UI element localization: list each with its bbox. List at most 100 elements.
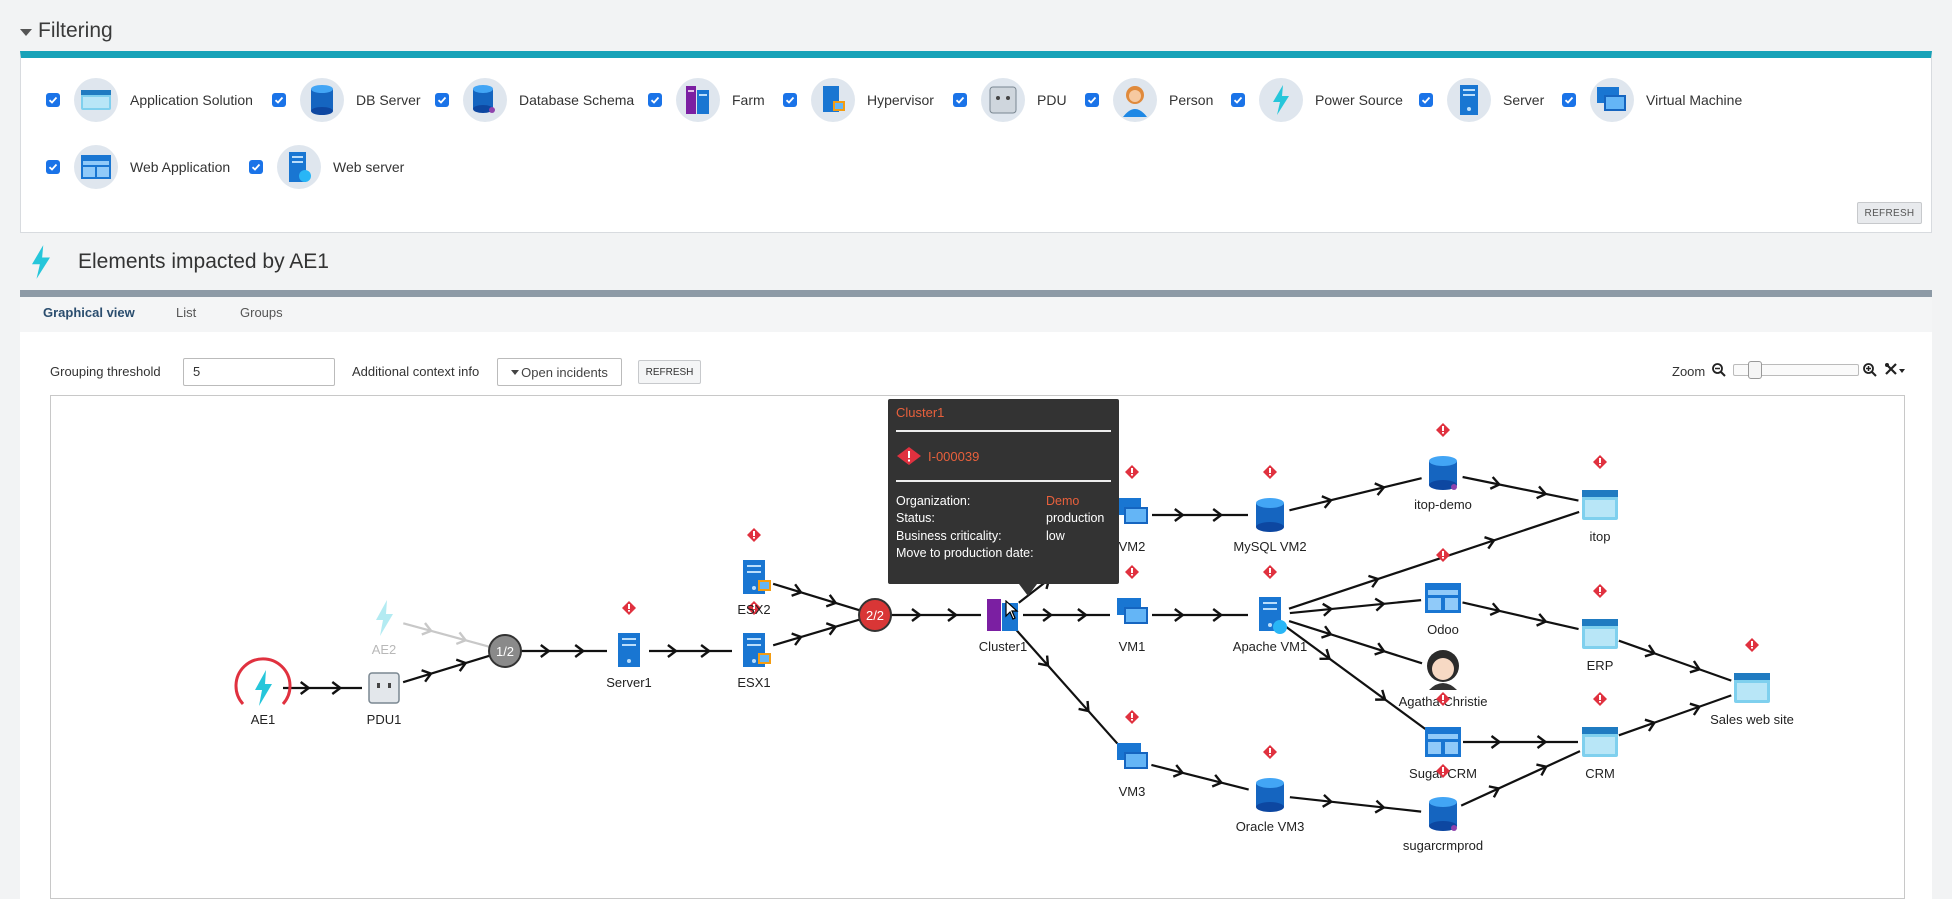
filter-item-db-server[interactable]: DB Server	[272, 76, 421, 124]
edge-arrow	[791, 632, 803, 646]
tooltip-incident[interactable]: I-000039	[896, 442, 1111, 470]
filter-item-power-source[interactable]: Power Source	[1231, 76, 1403, 124]
graph-node-g12[interactable]: 1/2	[488, 634, 522, 668]
zoom-in-icon[interactable]	[1862, 362, 1878, 383]
incident-badge-icon[interactable]	[747, 601, 761, 615]
graph-edge	[1151, 763, 1249, 791]
graph-node-esx2[interactable]: ESX2	[737, 528, 771, 617]
graph-edge	[1460, 750, 1581, 807]
graph-node-pdu1[interactable]: PDU1	[367, 672, 402, 727]
graph-refresh-button[interactable]: REFRESH	[638, 360, 701, 384]
incident-badge-icon[interactable]	[1125, 710, 1139, 724]
tab-graphical-view[interactable]: Graphical view	[43, 305, 135, 320]
graph-node-esx1[interactable]: ESX1	[737, 601, 771, 690]
graph-node-crm[interactable]: CRM	[1582, 692, 1618, 781]
checkbox[interactable]	[272, 93, 286, 107]
filter-item-database-schema[interactable]: Database Schema	[435, 76, 634, 124]
filtering-title[interactable]: Filtering	[38, 19, 113, 42]
zoom-slider[interactable]	[1733, 364, 1859, 376]
graph-edge	[1285, 625, 1426, 730]
tab-list[interactable]: List	[176, 305, 197, 320]
checkbox[interactable]	[46, 93, 60, 107]
filter-item-farm[interactable]: Farm	[648, 76, 765, 124]
graph-node-vm3[interactable]: VM3	[1117, 710, 1148, 799]
filter-item-virtual-machine[interactable]: Virtual Machine	[1562, 76, 1742, 124]
incident-badge-icon[interactable]	[1263, 565, 1277, 579]
edge-arrow	[1490, 735, 1502, 749]
filter-item-server[interactable]: Server	[1419, 76, 1544, 124]
filter-item-hypervisor[interactable]: Hypervisor	[783, 76, 934, 124]
graph-edge	[1289, 477, 1422, 512]
graph-node-vm1[interactable]: VM1	[1117, 565, 1148, 654]
tab-bar	[20, 297, 1932, 332]
graph-node-ae1[interactable]: AE1	[234, 657, 292, 727]
graph-node-itop[interactable]: itop	[1582, 455, 1618, 544]
incident-badge-icon[interactable]	[622, 601, 636, 615]
graph-node-mysqlvm2[interactable]: MySQL VM2	[1233, 465, 1307, 554]
graph-node-server1[interactable]: Server1	[606, 601, 652, 690]
zoom-out-icon[interactable]	[1711, 362, 1727, 383]
checkbox[interactable]	[435, 93, 449, 107]
filter-item-pdu[interactable]: PDU	[953, 76, 1067, 124]
filter-item-person[interactable]: Person	[1085, 76, 1213, 124]
incident-badge-icon[interactable]	[1745, 638, 1759, 652]
graph-node-erp[interactable]: ERP	[1582, 584, 1618, 673]
incident-badge-icon[interactable]	[1263, 465, 1277, 479]
graph-node-apachevm1[interactable]: Apache VM1	[1233, 565, 1307, 654]
graph-node-itopdemo[interactable]: itop-demo	[1414, 423, 1472, 512]
incident-badge-icon[interactable]	[1593, 692, 1607, 706]
checkbox[interactable]	[783, 93, 797, 107]
incident-badge-icon[interactable]	[1436, 764, 1450, 778]
checkbox[interactable]	[1419, 93, 1433, 107]
tab-groups[interactable]: Groups	[240, 305, 283, 320]
graph-node-vm2[interactable]: VM2	[1117, 465, 1148, 554]
zoom-slider-handle[interactable]	[1748, 361, 1762, 379]
graph-node-sales[interactable]: Sales web site	[1710, 638, 1794, 727]
tooltip-row-status: Status:production	[896, 511, 1105, 526]
checkbox[interactable]	[1085, 93, 1099, 107]
incident-badge-icon[interactable]	[1436, 423, 1450, 437]
edge-arrow	[1536, 613, 1548, 627]
tooltip-row-production-date: Move to production date:	[896, 546, 1034, 561]
tooltip-title[interactable]: Cluster1	[896, 405, 945, 420]
incident-badge-icon[interactable]	[1125, 465, 1139, 479]
graph-node-g22[interactable]: 2/2	[858, 598, 892, 632]
graph-tools-menu-icon[interactable]	[1884, 362, 1906, 383]
filter-item-web-server[interactable]: Web server	[249, 143, 404, 191]
graph-node-sugarcrmprod[interactable]: sugarcrmprod	[1403, 764, 1483, 853]
node-label: CRM	[1585, 766, 1615, 781]
farm-icon	[676, 78, 720, 122]
graph-edge	[1618, 639, 1732, 682]
incident-badge-icon[interactable]	[747, 528, 761, 542]
impact-title: Elements impacted by AE1	[78, 250, 329, 273]
graph-node-ae2[interactable]: AE2	[372, 600, 397, 657]
filter-refresh-button[interactable]: REFRESH	[1857, 202, 1922, 224]
graph-node-oraclevm3[interactable]: Oracle VM3	[1236, 745, 1305, 834]
filter-item-web-application[interactable]: Web Application	[46, 143, 230, 191]
collapse-caret-icon[interactable]	[20, 29, 32, 36]
incident-ref[interactable]: I-000039	[928, 448, 980, 464]
incident-badge-icon[interactable]	[1263, 745, 1277, 759]
graph-edge	[403, 622, 490, 648]
incident-badge-icon[interactable]	[1593, 455, 1607, 469]
checkbox[interactable]	[1231, 93, 1245, 107]
edge-arrow	[1078, 700, 1090, 713]
edge-arrow	[1321, 625, 1333, 639]
graph-node-odoo[interactable]: Odoo	[1425, 548, 1461, 637]
checkbox[interactable]	[46, 160, 60, 174]
context-info-dropdown[interactable]: Open incidents	[497, 358, 622, 386]
incident-badge-icon[interactable]	[1125, 565, 1139, 579]
filter-item-application-solution[interactable]: Application Solution	[46, 76, 253, 124]
incident-badge-icon[interactable]	[1593, 584, 1607, 598]
checkbox[interactable]	[648, 93, 662, 107]
tooltip-tail	[1016, 580, 1040, 596]
grouping-threshold-input[interactable]: 5	[183, 358, 335, 386]
checkbox[interactable]	[953, 93, 967, 107]
edge-arrow	[1536, 485, 1548, 500]
checkbox[interactable]	[249, 160, 263, 174]
edge-arrow	[1689, 702, 1702, 716]
incident-badge-icon[interactable]	[1436, 548, 1450, 562]
incident-badge-icon[interactable]	[1436, 692, 1450, 706]
checkbox[interactable]	[1562, 93, 1576, 107]
